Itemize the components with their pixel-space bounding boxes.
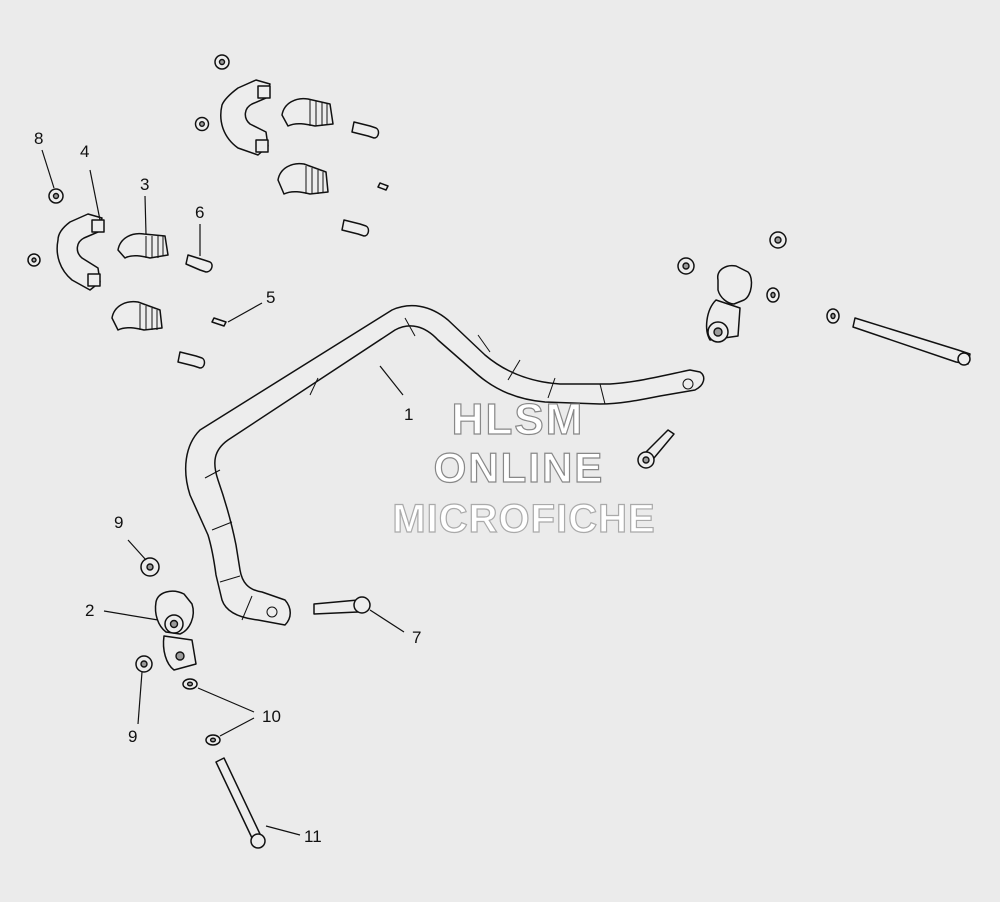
washer-10-upper[interactable] [182,678,255,713]
nut-9-upper[interactable] [127,539,160,577]
rivet-5[interactable] [211,302,263,327]
callout-7: 7 [412,628,421,647]
callout-3: 3 [140,175,149,194]
nut-left-small[interactable] [27,253,41,267]
watermark-line-2: ONLINE [434,444,605,491]
bolt-upper-mid[interactable] [341,219,370,237]
washer-10-lower[interactable] [205,717,255,746]
watermark: HLSM ONLINE MICROFICHE [392,394,656,541]
nut-upper-top[interactable] [214,54,230,70]
nut-8[interactable] [41,149,64,204]
callout-9-upper: 9 [114,513,123,532]
callout-2: 2 [85,601,94,620]
nut-right-b[interactable] [769,231,787,249]
washer-right-a[interactable] [766,287,780,303]
rivet-upper[interactable] [377,182,389,191]
bushing-upper-lower[interactable] [277,162,329,195]
bushing-upper-right[interactable] [281,97,334,127]
callout-5: 5 [266,288,275,307]
clamp-upper[interactable] [220,79,271,156]
callout-8: 8 [34,129,43,148]
nut-upper-left[interactable] [194,116,210,132]
callout-6: 6 [195,203,204,222]
nut-9-lower[interactable] [135,655,153,725]
callout-10: 10 [262,707,281,726]
callout-1: 1 [404,405,413,424]
bolt-right-long[interactable] [852,317,971,366]
watermark-line-1: HLSM [452,395,585,444]
nut-right-a[interactable] [677,257,695,275]
callout-11: 11 [304,827,322,846]
washer-right-b[interactable] [826,308,840,324]
stabilizer-bar[interactable] [184,304,705,626]
bushing-upper-left[interactable] [117,195,169,259]
bolt-upper-right[interactable] [351,121,380,139]
link-2[interactable] [103,590,197,671]
clamp-left[interactable] [56,169,105,291]
bolt-left-small[interactable] [177,351,206,369]
bolt-right-short[interactable] [637,429,675,469]
bolt-7[interactable] [313,596,405,633]
watermark-line-3: MICROFICHE [392,497,655,541]
callout-4: 4 [80,142,89,161]
bushing-lower-left[interactable] [111,300,163,331]
link-right[interactable] [705,264,753,343]
bolt-6[interactable] [185,224,213,273]
callout-9-lower: 9 [128,727,137,746]
bolt-11[interactable] [215,757,301,849]
